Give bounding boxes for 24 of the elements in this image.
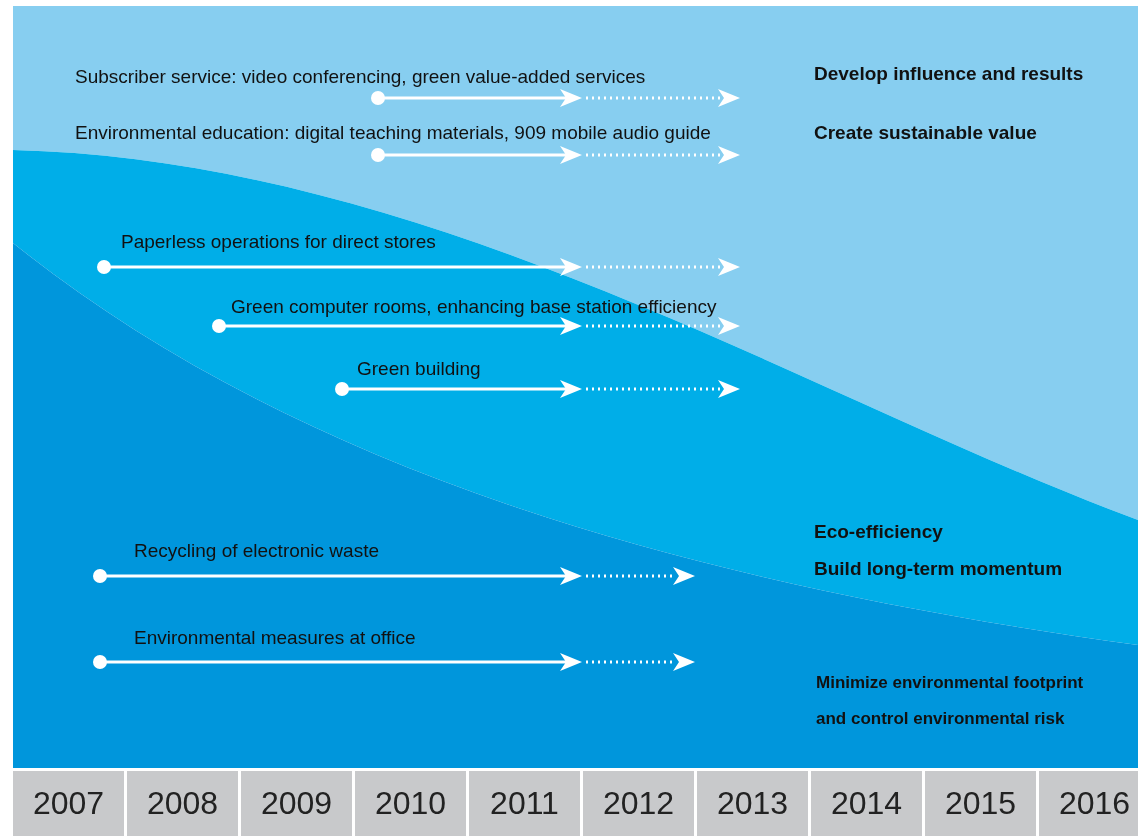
initiative-label: Recycling of electronic waste	[134, 540, 379, 562]
initiative-label: Paperless operations for direct stores	[121, 231, 436, 253]
year-cell: 2016	[1039, 771, 1138, 836]
year-cell: 2011	[469, 771, 580, 836]
year-cell: 2008	[127, 771, 238, 836]
band-heading: Develop influence and results	[814, 62, 1085, 86]
initiative-label: Subscriber service: video conferencing, green value-added services	[75, 66, 646, 88]
year-cell: 2009	[241, 771, 352, 836]
initiative-label: Green building	[357, 358, 481, 380]
initiative-label: Environmental education: digital teaching materials, 909 mobile audio guide	[75, 122, 711, 144]
initiative-label: Environmental measures at office	[134, 627, 416, 649]
year-cell: 2015	[925, 771, 1036, 836]
initiative-label: Green computer rooms, enhancing base station efficiency	[231, 296, 717, 318]
year-cell: 2007	[13, 771, 124, 836]
band-heading: Create sustainable value	[814, 121, 1038, 145]
band-area	[13, 150, 1138, 645]
band-heading: Build long-term momentum	[814, 557, 1064, 581]
band-heading: Minimize environmental footprint and control environmental risk	[816, 672, 1085, 730]
year-cell: 2012	[583, 771, 694, 836]
year-cell: 2010	[355, 771, 466, 836]
year-cell: 2013	[697, 771, 808, 836]
band-heading: Eco-efficiency	[814, 520, 944, 544]
year-cell: 2014	[811, 771, 922, 836]
band-area	[13, 6, 1138, 520]
